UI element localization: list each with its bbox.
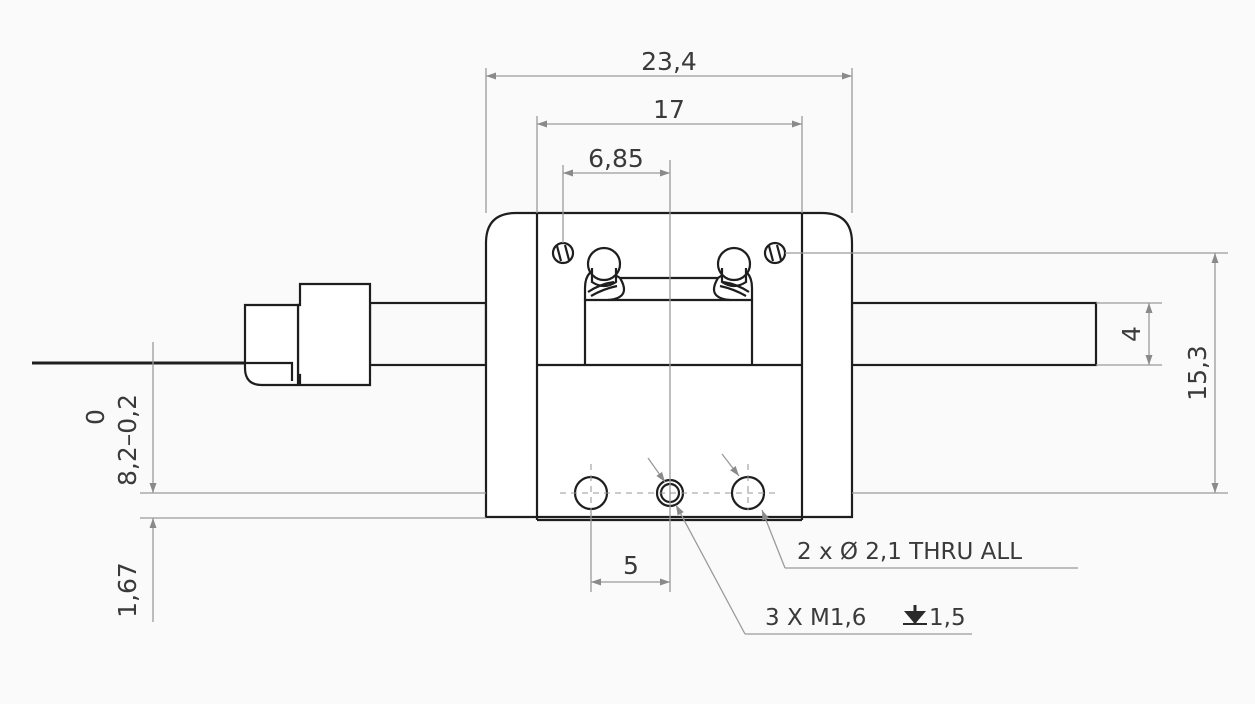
right-rod <box>850 301 1098 367</box>
inner-slot <box>583 298 754 365</box>
left-roller <box>583 246 626 302</box>
note-thread-depth: 1,5 <box>929 605 966 631</box>
dimension-labels: 23,4 17 6,85 15,3 4 0 8,2–0,2 1,67 5 <box>81 47 1212 618</box>
part-outline <box>32 211 1098 522</box>
connector-lip <box>245 361 294 381</box>
dim-bottom-offset: 1,67 <box>113 562 142 618</box>
dim-screw-offset: 6,85 <box>588 144 644 173</box>
dim-tolerance-upper: 0 <box>81 409 110 425</box>
note-threaded-holes: 3 X M1,6 <box>765 605 866 631</box>
dim-height-right: 15,3 <box>1183 345 1212 401</box>
note-thru-holes: 2 x Ø 2,1 THRU ALL <box>797 539 1022 565</box>
dim-hole-spacing: 5 <box>623 551 639 580</box>
dimension-lines <box>149 72 1219 622</box>
connector-flange <box>243 303 300 387</box>
leaders <box>647 453 1078 635</box>
connector-block <box>296 282 372 387</box>
dim-tolerance-nominal: 8,2–0,2 <box>113 394 142 486</box>
depth-symbol-icon <box>903 605 927 625</box>
right-roller <box>712 246 754 302</box>
left-rod <box>368 301 488 367</box>
dim-inner-width: 17 <box>653 95 685 124</box>
dim-overall-width: 23,4 <box>641 47 697 76</box>
dim-rod-height: 4 <box>1117 326 1146 342</box>
callouts: 2 x Ø 2,1 THRU ALL 3 X M1,6 1,5 <box>765 539 1022 631</box>
